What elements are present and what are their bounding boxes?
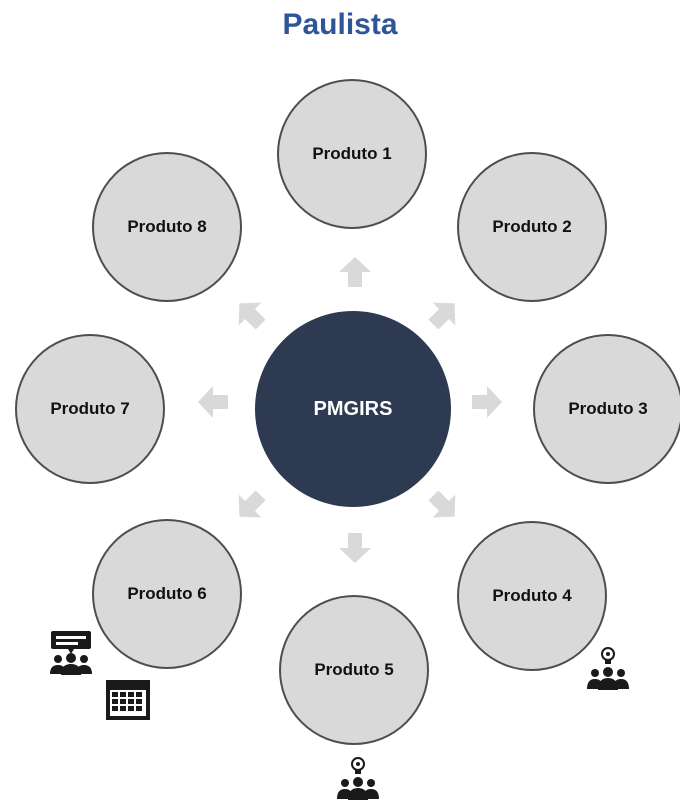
idea-team-icon: [584, 645, 632, 696]
node-label: Produto 8: [127, 217, 207, 236]
node-produto-1: Produto 1: [277, 79, 427, 229]
idea-team-icon: [334, 755, 382, 806]
center-node-pmgirs: PMGIRS: [255, 311, 451, 507]
node-produto-7: Produto 7: [15, 334, 165, 484]
diagram-title: Paulista: [282, 8, 398, 41]
node-label: Produto 7: [50, 399, 130, 418]
node-label: Produto 2: [492, 217, 572, 236]
node-produto-3: Produto 3: [533, 334, 680, 484]
node-produto-8: Produto 8: [92, 152, 242, 302]
node-produto-6: Produto 6: [92, 519, 242, 669]
node-produto-5: Produto 5: [279, 595, 429, 745]
center-node-label: PMGIRS: [313, 397, 393, 420]
node-label: Produto 3: [568, 399, 648, 418]
node-label: Produto 4: [492, 586, 572, 605]
node-label: Produto 5: [314, 660, 394, 679]
node-label: Produto 6: [127, 584, 207, 603]
node-produto-2: Produto 2: [457, 152, 607, 302]
node-produto-4: Produto 4: [457, 521, 607, 671]
calendar-icon: [104, 678, 152, 727]
meeting-presentation-icon: [46, 630, 96, 681]
node-label: Produto 1: [312, 144, 392, 163]
